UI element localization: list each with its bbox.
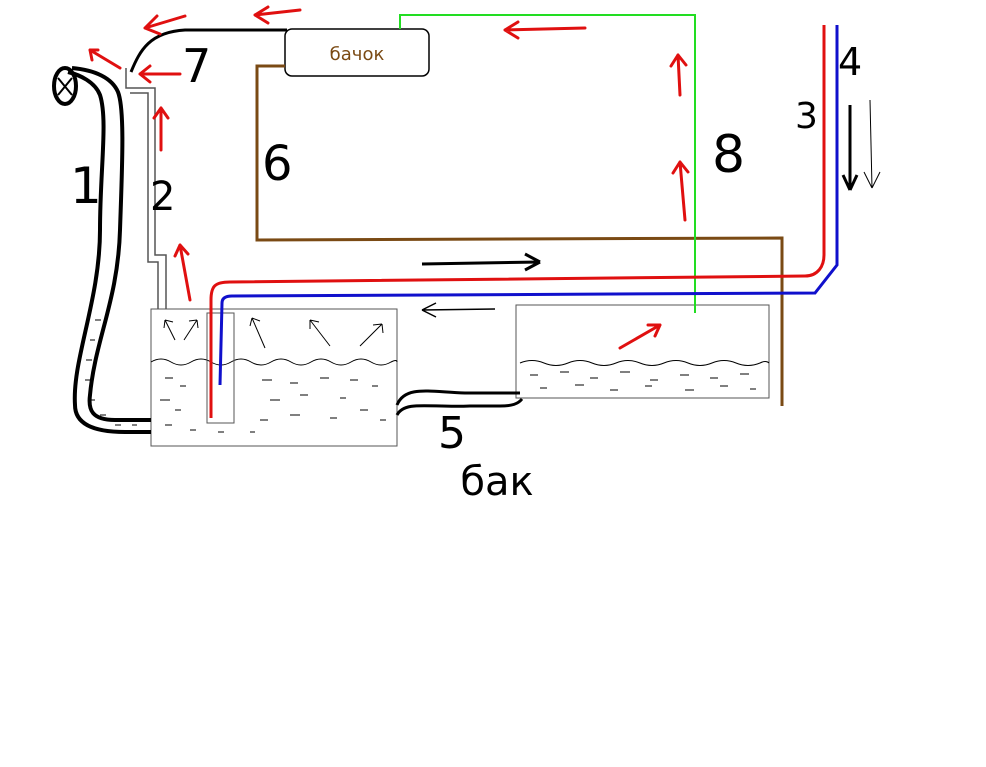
hot-flow-arrows <box>88 5 690 350</box>
pipe-6-return <box>255 64 784 406</box>
chimney-fan <box>52 66 78 106</box>
flow-arrows-black <box>421 99 881 318</box>
right-tank-water-surface <box>519 360 770 366</box>
main-tank-left <box>150 308 398 447</box>
small-tank <box>284 28 430 77</box>
pipe-7 <box>129 28 287 73</box>
main-tank-label: бак <box>460 459 533 505</box>
main-tank-water-surface <box>150 358 398 366</box>
pipe-8-overflow <box>399 14 696 313</box>
pipe-1 <box>67 66 151 434</box>
label-6: 6 <box>262 136 293 192</box>
label-2: 2 <box>150 174 175 220</box>
small-tank-label: бачок <box>330 44 385 65</box>
pipe-1-fill-marks <box>85 319 137 426</box>
label-7: 7 <box>182 39 211 93</box>
water-marks-left <box>160 377 386 433</box>
pipe-2 <box>125 68 167 309</box>
label-8: 8 <box>712 125 745 185</box>
pipe-4-cold <box>218 25 839 386</box>
label-4: 4 <box>838 40 862 84</box>
pipe-5 <box>395 389 524 416</box>
label-1: 1 <box>70 157 102 215</box>
steam-arrows <box>163 317 384 349</box>
chimney-fan-x <box>57 77 73 96</box>
water-marks-right <box>530 371 756 391</box>
label-3: 3 <box>795 96 818 137</box>
pipe-3-hot <box>209 25 826 418</box>
label-5: 5 <box>438 408 466 459</box>
main-tank-right <box>515 304 770 399</box>
